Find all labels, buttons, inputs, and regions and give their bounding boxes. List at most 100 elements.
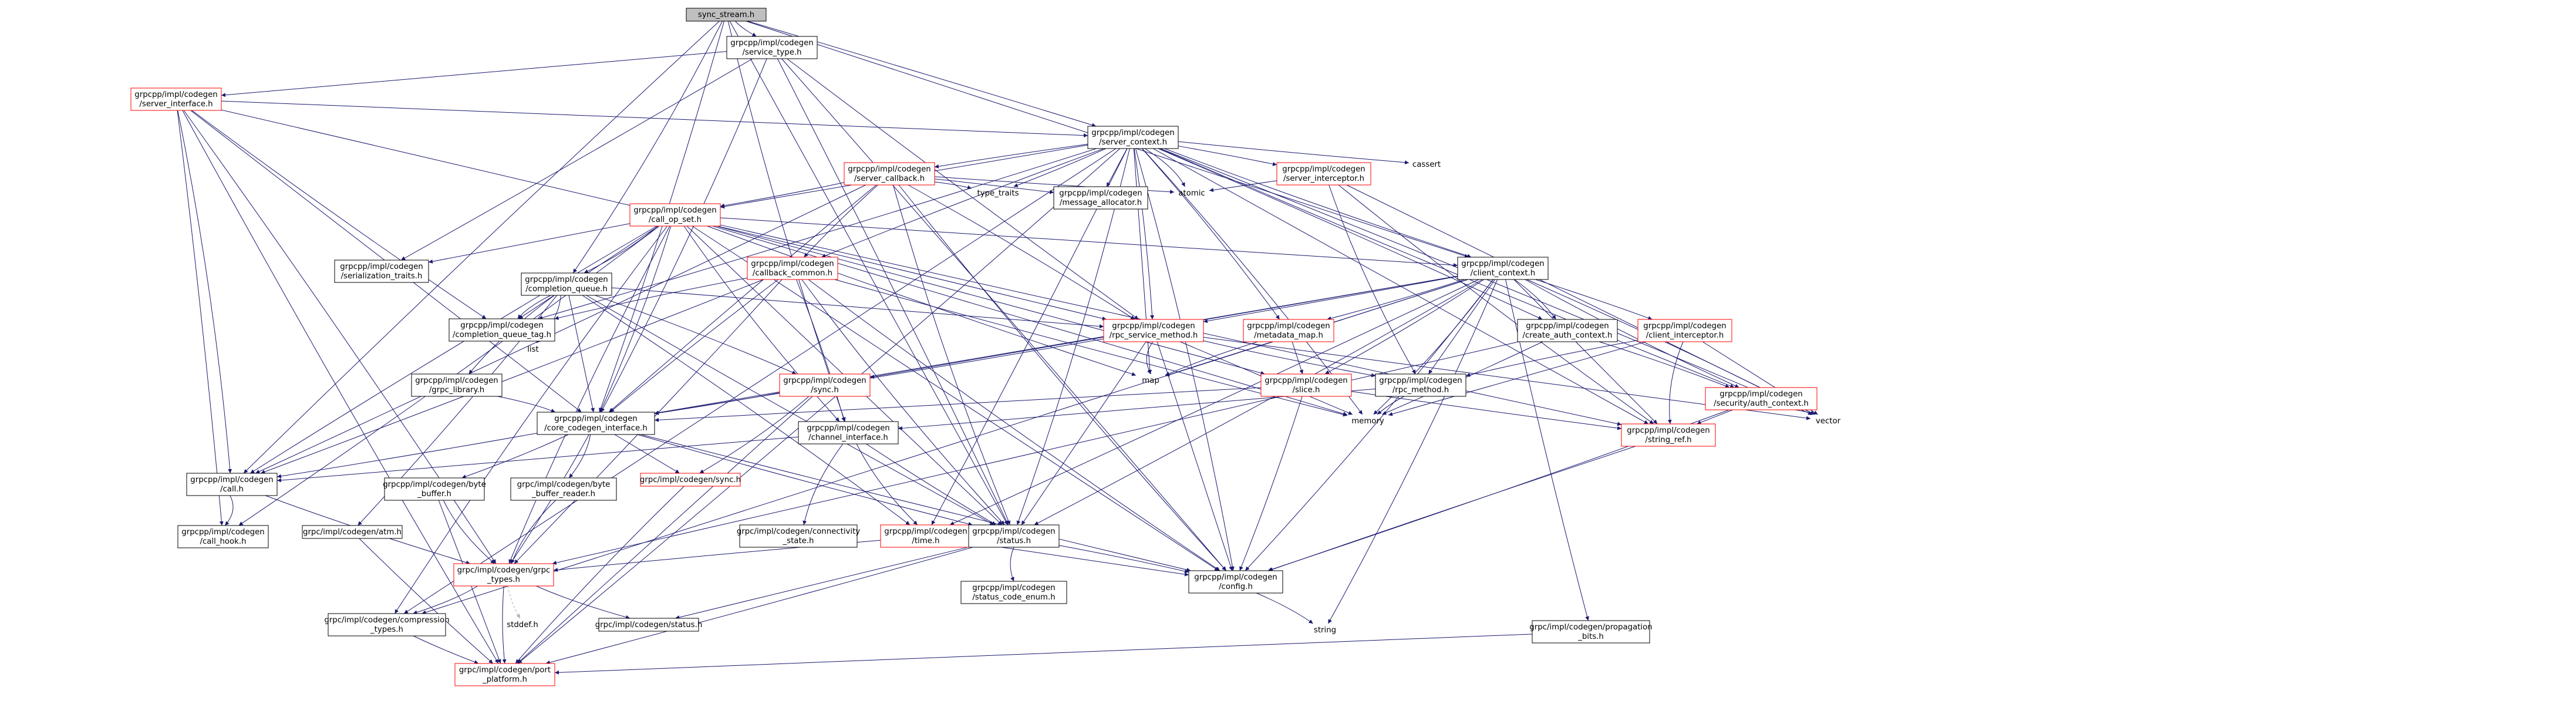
edge-time-to-config	[970, 542, 1189, 577]
node-vector[interactable]: vector	[1810, 415, 1846, 427]
node-slice[interactable]: grpcpp/impl/codegen/slice.h	[1260, 373, 1352, 397]
node-propagation-bits[interactable]: grpc/impl/codegen/propagation_bits.h	[1529, 620, 1653, 644]
edge-create-auth-context-to-security-auth-context	[1599, 341, 1730, 388]
edge-callback-common-to-core-codegen-interface	[609, 279, 779, 413]
node-server-callback[interactable]: grpcpp/impl/codegen/server_callback.h	[844, 162, 935, 186]
edge-core-codegen-interface-to-byte-buffer-reader	[568, 434, 591, 479]
node-port-platform[interactable]: grpc/impl/codegen/port_platform.h	[454, 663, 555, 686]
node-label: /server_interceptor.h	[1283, 174, 1364, 183]
node-box	[449, 318, 555, 342]
node-label: grpcpp/impl/codegen	[633, 206, 716, 215]
node-client-interceptor[interactable]: grpcpp/impl/codegen/client_interceptor.h	[1637, 319, 1732, 342]
node-map[interactable]: map	[1136, 374, 1165, 387]
node-core-codegen-interface[interactable]: grpcpp/impl/codegen/core_codegen_interfa…	[537, 412, 655, 435]
node-config[interactable]: grpcpp/impl/codegen/config.h	[1188, 570, 1283, 594]
node-call-op-set[interactable]: grpcpp/impl/codegen/call_op_set.h	[629, 203, 721, 227]
edge-server-callback-to-rpc-service-method	[908, 184, 1135, 320]
node-call-hook[interactable]: grpcpp/impl/codegen/call_hook.h	[177, 525, 269, 548]
node-string[interactable]: string	[1307, 624, 1343, 636]
node-client-context[interactable]: grpcpp/impl/codegen/client_context.h	[1457, 257, 1549, 280]
node-time[interactable]: grpcpp/impl/codegen/time.h	[880, 524, 972, 548]
node-status-code-enum[interactable]: grpcpp/impl/codegen/status_code_enum.h	[960, 581, 1067, 604]
edge-client-context-to-propagation-bits	[1505, 279, 1590, 621]
node-label: /string_ref.h	[1645, 436, 1691, 444]
node-cassert[interactable]: cassert	[1409, 158, 1444, 171]
node-atm[interactable]: grpc/impl/codegen/atm.h	[302, 525, 403, 539]
node-call[interactable]: grpcpp/impl/codegen/call.h	[186, 473, 278, 496]
edge-service-type-to-config	[781, 58, 1226, 571]
node-grpc-types[interactable]: grpc/impl/codegen/grpc_types.h	[453, 563, 554, 587]
node-serialization-traits[interactable]: grpcpp/impl/codegen/serialization_traits…	[334, 260, 429, 283]
node-message-allocator[interactable]: grpcpp/impl/codegen/message_allocator.h	[1053, 186, 1148, 210]
node-compression-types[interactable]: grpc/impl/codegen/compression_types.h	[324, 613, 450, 636]
node-rpc-method[interactable]: grpcpp/impl/codegen/rpc_method.h	[1375, 373, 1466, 397]
node-layer: sync_stream.h grpcpp/impl/codegen/service…	[130, 8, 1846, 686]
node-atomic[interactable]: atomic	[1174, 187, 1209, 200]
edge-sync-to-core-codegen-interface	[654, 392, 780, 415]
node-label: list	[527, 345, 539, 354]
node-box	[686, 8, 767, 22]
node-label: _types.h	[370, 625, 403, 634]
node-server-context[interactable]: grpcpp/impl/codegen/server_context.h	[1087, 126, 1179, 149]
edge-completion-queue-to-completion-queue-tag	[517, 295, 551, 319]
node-list[interactable]: list	[521, 343, 545, 356]
edge-propagation-bits-to-port-platform	[554, 634, 1533, 675]
edge-server-interface-to-call	[177, 110, 232, 474]
node-grpc-sync[interactable]: grpc/impl/codegen/sync.h	[640, 473, 741, 487]
node-create-auth-context[interactable]: grpcpp/impl/codegen/create_auth_context.…	[1517, 319, 1618, 342]
node-channel-interface[interactable]: grpcpp/impl/codegen/channel_interface.h	[798, 421, 899, 444]
node-label: _buffer.h	[417, 490, 451, 498]
node-memory[interactable]: memory	[1347, 415, 1388, 427]
node-label: grpcpp/impl/codegen	[1643, 322, 1726, 331]
node-sync-stream[interactable]: sync_stream.h	[686, 8, 767, 22]
node-label: grpc/impl/codegen/compression	[324, 616, 449, 625]
edge-server-interface-to-server-context	[221, 100, 1088, 138]
edge-call-op-set-to-slice	[716, 225, 1265, 375]
node-label: /config.h	[1219, 582, 1253, 591]
node-box	[1517, 319, 1618, 342]
node-label: /service_type.h	[742, 48, 801, 57]
node-service-type[interactable]: grpcpp/impl/codegen/service_type.h	[726, 36, 818, 59]
node-grpc-library[interactable]: grpcpp/impl/codegen/grpc_library.h	[411, 373, 503, 397]
node-label: grpcpp/impl/codegen	[1091, 129, 1174, 137]
node-label: grpcpp/impl/codegen	[1627, 426, 1710, 435]
node-connectivity-state[interactable]: grpc/impl/codegen/connectivity_state.h	[737, 524, 860, 548]
node-security-auth-context[interactable]: grpcpp/impl/codegen/security/auth_contex…	[1705, 387, 1818, 410]
edge-service-type-to-rpc-service-method	[787, 58, 1139, 320]
node-callback-common[interactable]: grpcpp/impl/codegen/callback_common.h	[747, 257, 838, 280]
node-server-interceptor[interactable]: grpcpp/impl/codegen/server_interceptor.h	[1276, 162, 1371, 186]
node-label: /completion_queue.h	[525, 285, 608, 294]
node-byte-buffer-reader[interactable]: grpc/impl/codegen/byte_buffer_reader.h	[510, 477, 617, 501]
edge-sync-to-port-platform	[517, 396, 813, 664]
node-byte-buffer[interactable]: grpcpp/impl/codegen/byte_buffer.h	[383, 477, 486, 501]
node-metadata-map[interactable]: grpcpp/impl/codegen/metadata_map.h	[1243, 319, 1334, 342]
edge-sync-stream-to-channel-interface	[727, 21, 846, 422]
node-label: /status_code_enum.h	[972, 593, 1055, 602]
edge-service-type-to-server-interface	[221, 51, 727, 97]
node-rpc-service-method[interactable]: grpcpp/impl/codegen/rpc_service_method.h	[1103, 319, 1204, 342]
node-type-traits[interactable]: type_traits	[972, 187, 1024, 200]
node-label: grpc/impl/codegen/propagation	[1529, 623, 1652, 632]
node-status[interactable]: grpcpp/impl/codegen/status.h	[968, 524, 1060, 548]
node-box	[521, 272, 612, 296]
node-stddef[interactable]: stddef.h	[505, 618, 540, 631]
edge-rpc-service-method-to-status	[1021, 341, 1147, 526]
node-sync[interactable]: grpcpp/impl/codegen/sync.h	[779, 373, 871, 397]
node-completion-queue-tag[interactable]: grpcpp/impl/codegen/completion_queue_tag…	[449, 318, 555, 342]
edge-byte-buffer-to-grpc-types	[443, 500, 495, 564]
edge-service-type-to-status	[777, 58, 1009, 526]
edge-client-context-to-config	[1245, 279, 1494, 571]
edge-server-context-to-map	[1133, 148, 1152, 375]
edge-client-context-to-security-auth-context	[1525, 279, 1739, 388]
node-label: map	[1142, 376, 1159, 385]
edge-rpc-service-method-to-map	[1146, 341, 1154, 375]
node-grpc-status[interactable]: grpc/impl/codegen/status.h	[595, 618, 703, 632]
node-completion-queue[interactable]: grpcpp/impl/codegen/completion_queue.h	[521, 272, 612, 296]
node-label: grpcpp/impl/codegen	[340, 262, 423, 271]
edge-server-context-to-cassert	[1178, 141, 1410, 165]
edge-config-to-string	[1256, 592, 1313, 624]
node-server-interface[interactable]: grpcpp/impl/codegen/server_interface.h	[130, 87, 222, 111]
node-string-ref[interactable]: grpcpp/impl/codegen/string_ref.h	[1621, 423, 1716, 447]
node-label: grpcpp/impl/codegen	[807, 424, 889, 433]
edge-completion-queue-to-time	[582, 295, 911, 526]
